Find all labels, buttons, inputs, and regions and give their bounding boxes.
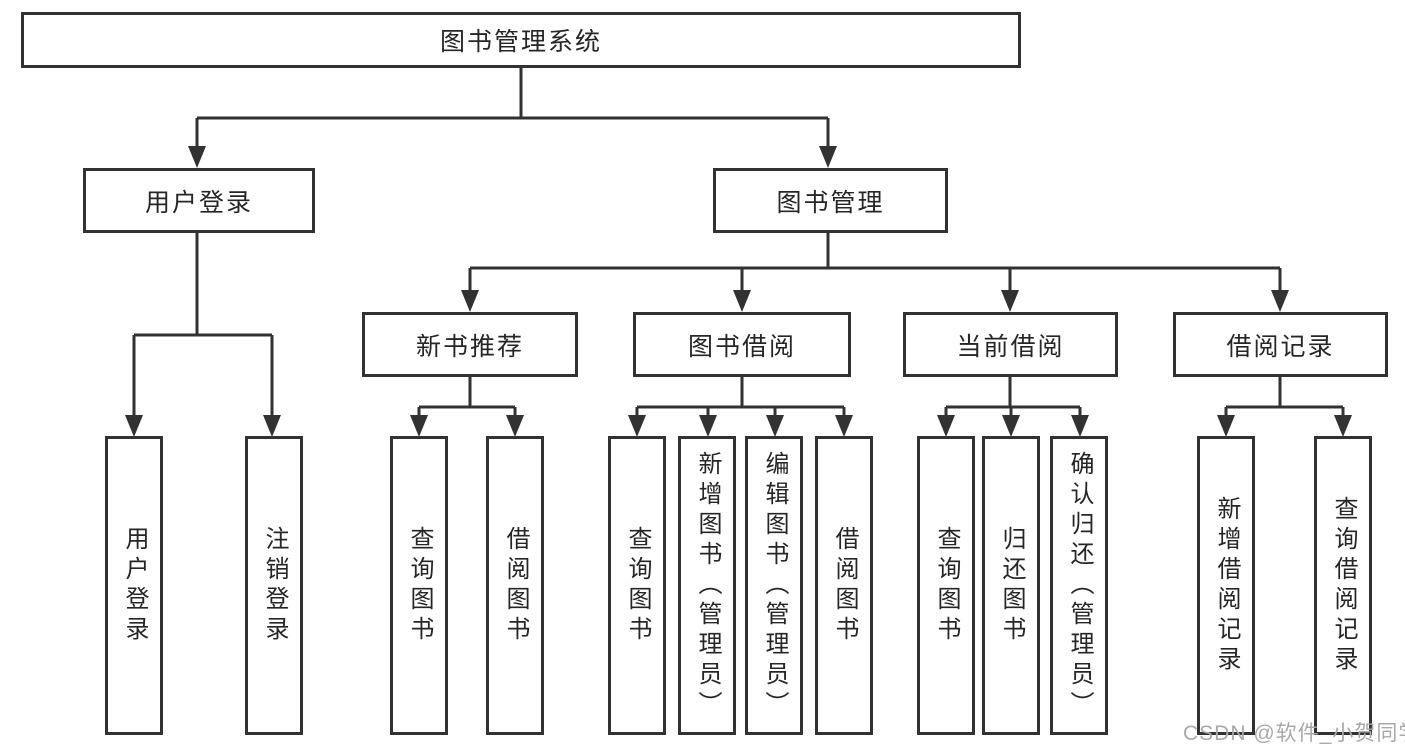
arrowhead-borrow-books-2 <box>835 415 853 437</box>
connector-borrowing-records-branch <box>1224 377 1345 418</box>
leaf-add-book-admin: 新增图书（管理员） <box>678 436 736 735</box>
arrowhead-edit-book <box>766 415 784 437</box>
arrowhead-book-borrowing <box>733 290 751 312</box>
node-library-management-system: 图书管理系统 <box>21 12 1021 68</box>
arrowhead-current-borrowing <box>1001 290 1019 312</box>
leaf-borrow-books-1: 借阅图书 <box>486 436 544 735</box>
node-book-borrowing: 图书借阅 <box>633 312 851 377</box>
arrowhead-book-management <box>819 146 837 168</box>
leaf-label: 查询借阅记录 <box>1330 495 1357 676</box>
node-label: 用户登录 <box>144 188 253 217</box>
node-new-book-recommendation: 新书推荐 <box>362 312 578 377</box>
leaf-label: 查询图书 <box>933 525 960 646</box>
leaf-label: 借阅图书 <box>502 525 529 646</box>
arrowhead-add-book <box>699 415 717 437</box>
arrowhead-new-book-recommendation <box>461 290 479 312</box>
node-label: 图书管理系统 <box>439 28 602 56</box>
connector-user-login-branch <box>132 233 274 418</box>
leaf-label: 借阅图书 <box>831 525 858 646</box>
arrowhead-borrowing-records <box>1271 290 1289 312</box>
leaf-label: 编辑图书（管理员） <box>761 450 788 721</box>
node-borrowing-records: 借阅记录 <box>1173 312 1388 377</box>
connector-book-borrowing-branch <box>635 377 846 418</box>
arrowhead-query-books-1 <box>410 415 428 437</box>
node-book-management: 图书管理 <box>713 168 948 233</box>
leaf-query-borrow-record: 查询借阅记录 <box>1314 436 1372 735</box>
arrowhead-query-borrow-record <box>1334 415 1352 437</box>
arrowhead-borrow-books-1 <box>506 415 524 437</box>
node-label: 当前借阅 <box>956 332 1065 361</box>
leaf-query-books-1: 查询图书 <box>390 436 448 735</box>
leaf-query-books-3: 查询图书 <box>917 436 975 735</box>
leaf-label: 查询图书 <box>406 525 433 646</box>
leaf-edit-book-admin: 编辑图书（管理员） <box>745 436 803 735</box>
leaf-label: 新增图书（管理员） <box>694 450 721 721</box>
arrowhead-confirm-return <box>1071 415 1089 437</box>
node-current-borrowing: 当前借阅 <box>903 312 1118 377</box>
leaf-add-borrow-record: 新增借阅记录 <box>1197 436 1255 735</box>
connector-current-borrowing-branch <box>944 377 1082 418</box>
leaf-label: 查询图书 <box>624 525 651 646</box>
connector-new-book-branch <box>417 377 517 418</box>
leaf-logout-login: 注销登录 <box>245 436 303 735</box>
arrowhead-query-books-3 <box>937 415 955 437</box>
arrowhead-add-borrow-record <box>1217 415 1235 437</box>
arrowhead-query-books-2 <box>628 415 646 437</box>
leaf-label: 注销登录 <box>261 525 288 646</box>
leaf-label: 新增借阅记录 <box>1213 495 1240 676</box>
leaf-borrow-books-2: 借阅图书 <box>815 436 873 735</box>
arrowhead-user-login <box>188 146 206 168</box>
leaf-user-login: 用户登录 <box>105 436 163 735</box>
connector-root-to-level2 <box>195 68 830 152</box>
node-user-login: 用户登录 <box>83 168 315 233</box>
leaf-return-books: 归还图书 <box>982 436 1040 735</box>
watermark: CSDN @软件_小贺同学 <box>1183 722 1405 745</box>
node-label: 借阅记录 <box>1226 332 1335 361</box>
arrowhead-return-books <box>1002 415 1020 437</box>
node-label: 图书借阅 <box>687 332 796 361</box>
connector-book-management-branch <box>468 233 1282 295</box>
leaf-label: 归还图书 <box>998 525 1025 646</box>
leaf-label: 用户登录 <box>121 525 148 646</box>
node-label: 图书管理 <box>776 188 885 217</box>
arrowhead-leaf-logout <box>263 415 281 437</box>
leaf-label: 确认归还（管理员） <box>1066 450 1093 721</box>
node-label: 新书推荐 <box>415 332 524 361</box>
leaf-query-books-2: 查询图书 <box>608 436 666 735</box>
arrowhead-leaf-user-login <box>125 415 143 437</box>
leaf-confirm-return-admin: 确认归还（管理员） <box>1050 436 1108 735</box>
